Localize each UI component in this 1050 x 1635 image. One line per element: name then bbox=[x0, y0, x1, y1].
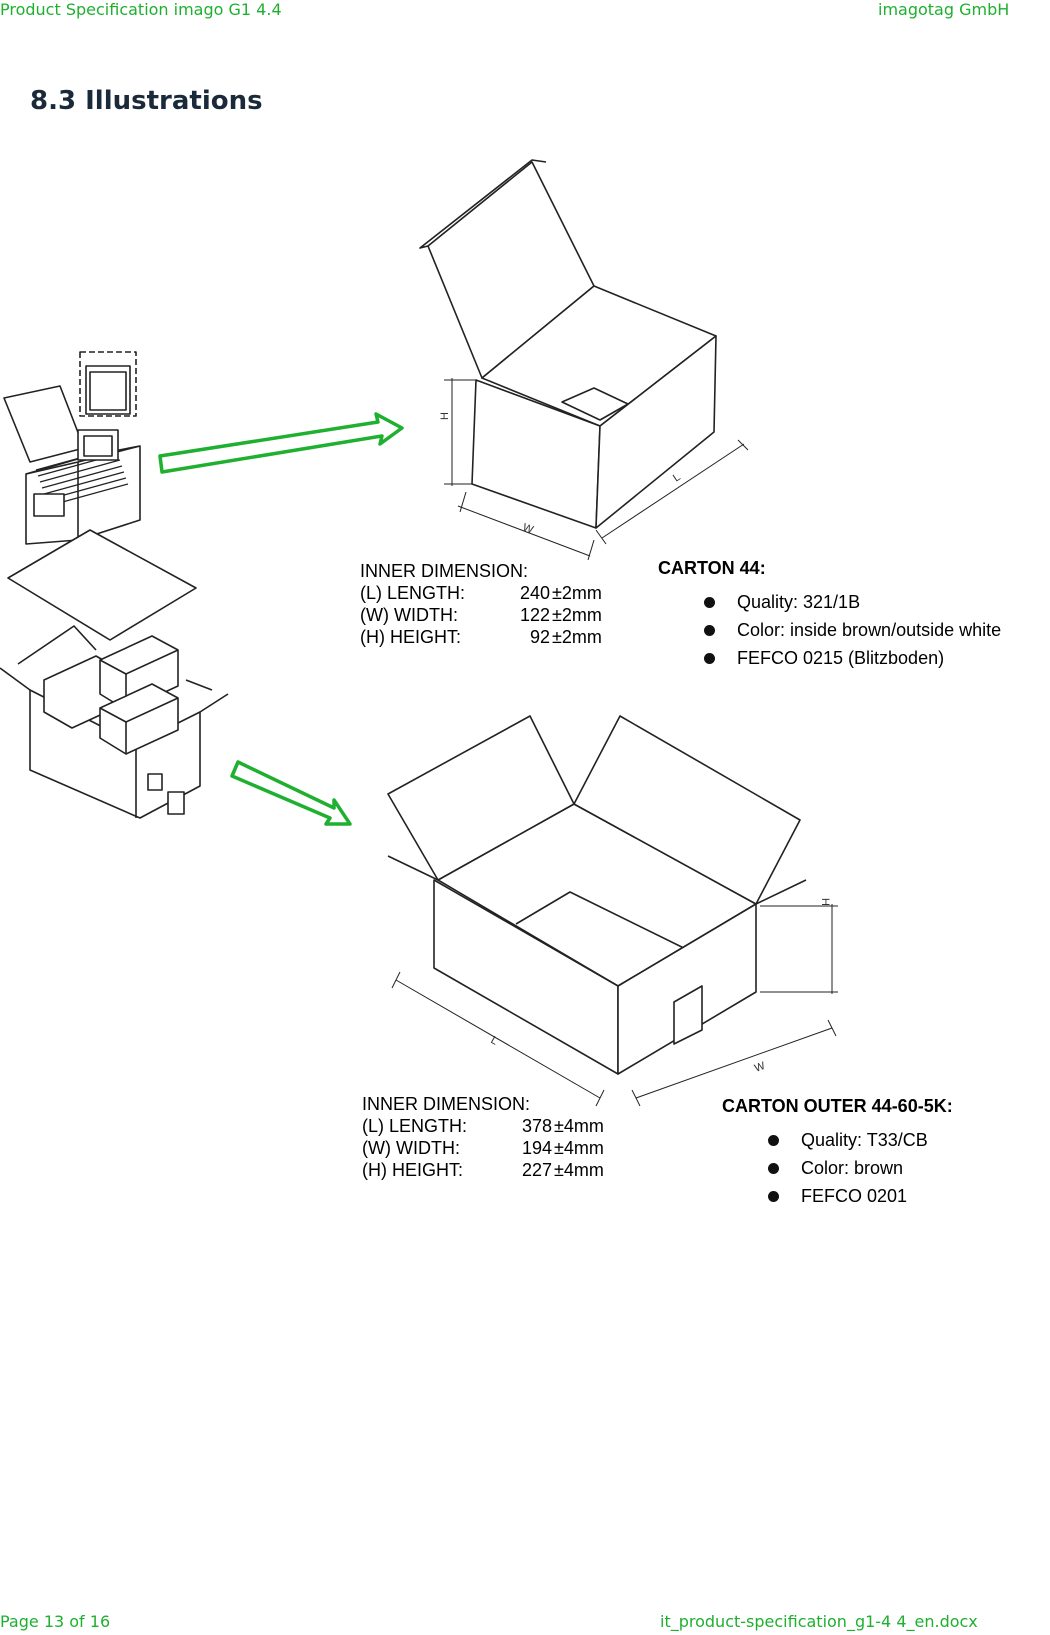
small-carton-with-labels-figure bbox=[3, 351, 141, 545]
outer-h-label: H bbox=[819, 898, 831, 906]
spec-bullet: Quality: 321/1B bbox=[704, 588, 1001, 616]
section-title: 8.3 Illustrations bbox=[30, 86, 263, 116]
bullet-icon bbox=[768, 1134, 779, 1146]
spec-title: CARTON 44: bbox=[658, 558, 766, 578]
dim-value: 122 bbox=[519, 605, 550, 625]
dim-tolerance: ±4mm bbox=[554, 1160, 604, 1180]
outer-carton-inner-dimensions: INNER DIMENSION: (L) LENGTH: 378 ±4mm (W… bbox=[362, 1093, 604, 1181]
dim-value: 92 bbox=[529, 627, 550, 647]
spec-item: Color: inside brown/outside white bbox=[737, 619, 1002, 640]
inner-dimension-title: INNER DIMENSION: bbox=[360, 561, 529, 581]
carton-44-h-label: H bbox=[439, 412, 451, 420]
outer-w-label: W bbox=[753, 1060, 767, 1075]
header-company: imagotag GmbH bbox=[878, 0, 1010, 19]
dim-row-width: (W) WIDTH: 194 ±4mm bbox=[362, 1137, 604, 1159]
spec-bullet: FEFCO 0201 bbox=[768, 1182, 953, 1210]
carton-44-drawing bbox=[419, 159, 749, 561]
outer-carton-spec: CARTON OUTER 44-60-5K: Quality: T33/CB C… bbox=[722, 1096, 953, 1210]
spec-bullet: Color: inside brown/outside white bbox=[704, 616, 1001, 644]
dim-row-height: (H) HEIGHT: 227 ±4mm bbox=[362, 1159, 604, 1181]
outer-carton-with-inner-boxes-figure bbox=[0, 529, 229, 819]
dim-tolerance: ±2mm bbox=[552, 605, 602, 625]
dim-label: (L) LENGTH: bbox=[360, 583, 466, 603]
dim-tolerance: ±4mm bbox=[554, 1116, 604, 1136]
bullet-icon bbox=[704, 624, 715, 636]
dim-value: 378 bbox=[521, 1116, 552, 1136]
bullet-icon bbox=[704, 596, 715, 608]
spec-item: Quality: T33/CB bbox=[801, 1129, 928, 1150]
spec-bullet: FEFCO 0215 (Blitzboden) bbox=[704, 644, 1001, 672]
dim-row-length: (L) LENGTH: 378 ±4mm bbox=[362, 1115, 604, 1137]
spec-bullet: Quality: T33/CB bbox=[768, 1126, 953, 1154]
arrow-to-outer-carton bbox=[230, 760, 352, 826]
carton-44-l-label: L bbox=[671, 471, 683, 484]
dim-label: (W) WIDTH: bbox=[360, 605, 458, 625]
dim-label: (L) LENGTH: bbox=[362, 1116, 468, 1136]
dim-tolerance: ±2mm bbox=[552, 583, 602, 603]
bullet-icon bbox=[768, 1190, 779, 1202]
footer-page-number: Page 13 of 16 bbox=[0, 1612, 111, 1631]
dim-label: (W) WIDTH: bbox=[362, 1138, 460, 1158]
dim-row-height: (H) HEIGHT: 92 ±2mm bbox=[360, 626, 602, 648]
footer-filename: it_product-specification_g1-4 4_en.docx bbox=[660, 1612, 978, 1631]
dim-value: 194 bbox=[521, 1138, 552, 1158]
header-doc-title: Product Specification imago G1 4.4 bbox=[0, 0, 282, 19]
carton-44-inner-dimensions: INNER DIMENSION: (L) LENGTH: 240 ±2mm (W… bbox=[360, 560, 602, 648]
dim-label: (H) HEIGHT: bbox=[362, 1160, 463, 1180]
outer-l-label: L bbox=[489, 1034, 500, 1047]
spec-item: FEFCO 0201 bbox=[801, 1185, 908, 1206]
dim-value: 227 bbox=[521, 1160, 552, 1180]
bullet-icon bbox=[704, 652, 715, 664]
spec-item: Color: brown bbox=[801, 1157, 904, 1178]
arrow-to-carton-44 bbox=[158, 412, 404, 474]
dim-row-width: (W) WIDTH: 122 ±2mm bbox=[360, 604, 602, 626]
carton-44-w-label: W bbox=[521, 522, 535, 537]
dim-tolerance: ±2mm bbox=[552, 627, 602, 647]
spec-item: Quality: 321/1B bbox=[737, 591, 861, 612]
dim-tolerance: ±4mm bbox=[554, 1138, 604, 1158]
spec-item: FEFCO 0215 (Blitzboden) bbox=[737, 647, 945, 668]
dim-row-length: (L) LENGTH: 240 ±2mm bbox=[360, 582, 602, 604]
inner-dimension-title: INNER DIMENSION: bbox=[362, 1094, 531, 1114]
packaging-illustration: H W L H L W bbox=[0, 159, 838, 1107]
spec-bullet: Color: brown bbox=[768, 1154, 953, 1182]
dim-value: 240 bbox=[519, 583, 550, 603]
spec-title: CARTON OUTER 44-60-5K: bbox=[722, 1096, 953, 1116]
outer-carton-drawing bbox=[387, 715, 838, 1107]
dim-label: (H) HEIGHT: bbox=[360, 627, 461, 647]
bullet-icon bbox=[768, 1162, 779, 1174]
carton-44-spec: CARTON 44: Quality: 321/1B Color: inside… bbox=[658, 558, 1001, 672]
